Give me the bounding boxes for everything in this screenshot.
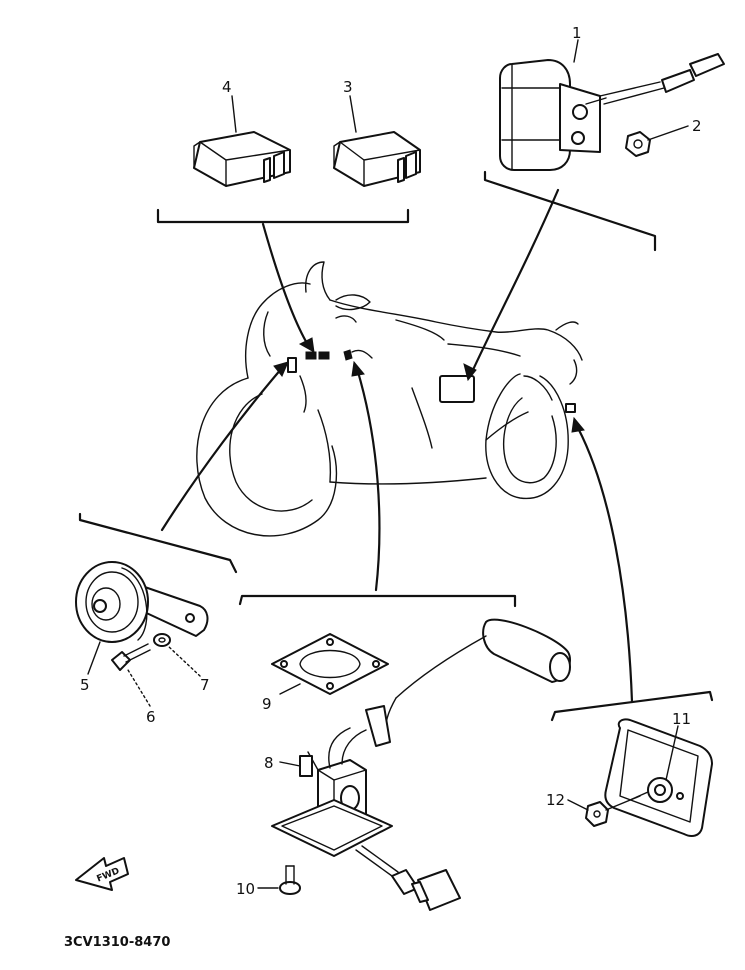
starter-relay-part bbox=[499, 53, 725, 171]
bike-mount-points bbox=[287, 349, 576, 413]
callout-7: 7 bbox=[200, 676, 210, 694]
relay-part-4 bbox=[193, 131, 291, 187]
callout-11: 11 bbox=[672, 710, 691, 728]
washer-part-7 bbox=[153, 633, 171, 647]
nut-part-12 bbox=[585, 795, 641, 827]
callout-12: 12 bbox=[546, 791, 565, 809]
callout-5: 5 bbox=[80, 676, 90, 694]
callout-4: 4 bbox=[222, 78, 232, 96]
callout-leaders bbox=[87, 39, 689, 889]
horn-part bbox=[75, 561, 209, 643]
fwd-direction-arrow: FWD bbox=[75, 857, 129, 891]
diagram-code: 3CV1310-8470 bbox=[64, 935, 170, 950]
relay-part-3 bbox=[333, 131, 421, 187]
motorcycle-outline bbox=[196, 261, 583, 537]
callout-6: 6 bbox=[146, 708, 156, 726]
bolt-part-6 bbox=[111, 643, 151, 671]
callout-10: 10 bbox=[236, 880, 255, 898]
callout-2: 2 bbox=[692, 117, 702, 135]
sensor-plate-part bbox=[604, 718, 713, 837]
callout-numbers: 1 2 3 4 5 6 7 8 9 10 11 12 bbox=[80, 24, 702, 898]
callout-9: 9 bbox=[262, 695, 272, 713]
leader-arrows bbox=[160, 188, 634, 704]
fuel-sender-part bbox=[271, 618, 571, 911]
group-brackets bbox=[78, 170, 714, 722]
nut-part bbox=[625, 131, 651, 157]
callout-8: 8 bbox=[264, 754, 274, 772]
callout-3: 3 bbox=[343, 78, 353, 96]
screw-part-10 bbox=[279, 865, 301, 895]
gasket-part bbox=[271, 633, 389, 695]
callout-1: 1 bbox=[572, 24, 582, 42]
